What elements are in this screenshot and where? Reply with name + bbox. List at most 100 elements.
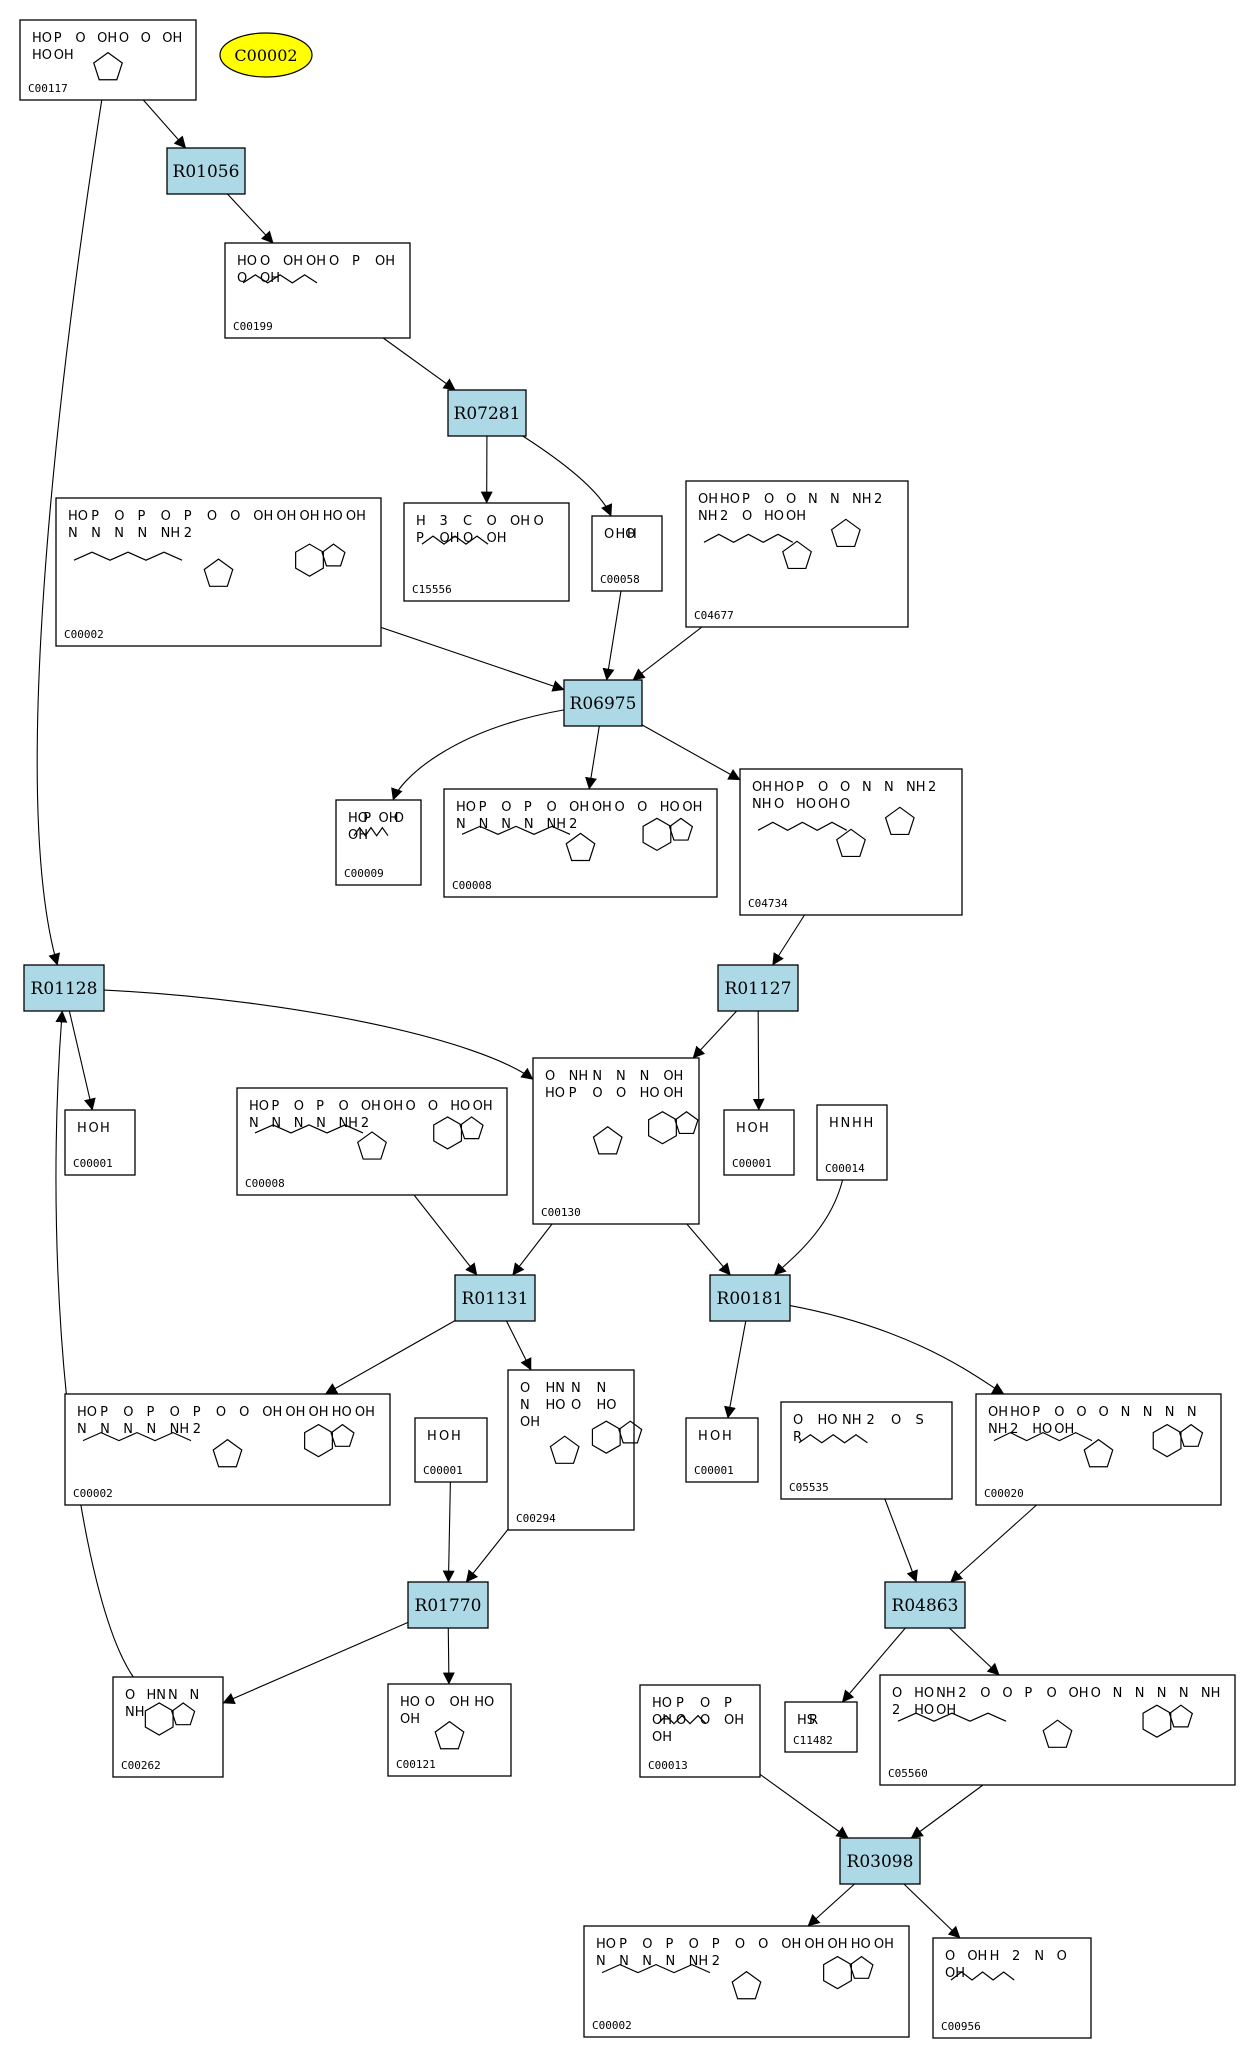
- atom-label: P: [416, 531, 424, 546]
- atom-label: N: [146, 1422, 156, 1437]
- compound-box[interactable]: [64, 1393, 391, 1506]
- compound-box[interactable]: [112, 1676, 224, 1778]
- reaction-node-r01128[interactable]: R01128: [23, 964, 105, 1012]
- compound-box[interactable]: [443, 788, 718, 898]
- atom-label: O: [676, 1713, 686, 1728]
- atom-label: N: [68, 526, 78, 541]
- reaction-box[interactable]: [23, 964, 105, 1012]
- compound-box[interactable]: [739, 768, 963, 916]
- compound-box[interactable]: [64, 1109, 136, 1176]
- reaction-box[interactable]: [717, 964, 799, 1012]
- reaction-node-r01131[interactable]: R01131: [454, 1274, 536, 1322]
- reaction-node-r04863[interactable]: R04863: [884, 1581, 966, 1629]
- compound-box[interactable]: [236, 1087, 508, 1196]
- compound-box[interactable]: [414, 1417, 488, 1483]
- edge-c05535-to-r04863: [884, 1498, 918, 1583]
- reaction-label: R03098: [847, 1852, 914, 1872]
- atom-label: O: [758, 1937, 768, 1952]
- edge-r06975-to-c00009: [391, 709, 565, 801]
- compound-box[interactable]: [403, 502, 570, 602]
- reaction-node-r00181[interactable]: R00181: [709, 1274, 791, 1322]
- edge-c05560-to-r03098: [910, 1784, 984, 1839]
- atom-label: OH: [97, 31, 117, 46]
- compound-box[interactable]: [685, 1417, 759, 1483]
- atom-label: P: [146, 1405, 154, 1420]
- reaction-node-r03098[interactable]: R03098: [839, 1837, 921, 1885]
- atom-label: S: [916, 1413, 924, 1428]
- reaction-box[interactable]: [166, 147, 246, 195]
- reaction-node-r06975[interactable]: R06975: [563, 679, 643, 727]
- reaction-box[interactable]: [447, 389, 527, 437]
- reaction-node-r01056[interactable]: R01056: [166, 147, 246, 195]
- compound-id-label: C04734: [748, 897, 788, 910]
- reaction-box[interactable]: [884, 1581, 966, 1629]
- atom-label: HO: [32, 48, 52, 63]
- atom-label: NH: [338, 1116, 358, 1131]
- atom-label: H: [77, 1121, 87, 1136]
- compound-box[interactable]: [532, 1057, 700, 1225]
- reaction-node-r01127[interactable]: R01127: [717, 964, 799, 1012]
- atom-label: O: [980, 1686, 990, 1701]
- compound-box[interactable]: [387, 1683, 512, 1777]
- atom-label: O: [239, 1405, 249, 1420]
- reaction-box[interactable]: [839, 1837, 921, 1885]
- atom-label: O: [1002, 1686, 1012, 1701]
- compound-box[interactable]: [879, 1674, 1236, 1786]
- atom-label: 2: [184, 526, 192, 541]
- compound-box[interactable]: [19, 19, 197, 101]
- atom-label: OH: [652, 1713, 672, 1728]
- compound-box[interactable]: [723, 1109, 795, 1176]
- reaction-node-r07281[interactable]: R07281: [447, 389, 527, 437]
- atom-label: OH: [652, 1730, 672, 1745]
- compound-box[interactable]: [55, 497, 382, 647]
- compound-box[interactable]: [784, 1701, 858, 1753]
- atom-label: HO: [1032, 1422, 1052, 1437]
- compound-box[interactable]: [583, 1925, 910, 2038]
- highlight-compound-ellipse[interactable]: [219, 32, 313, 78]
- compound-box[interactable]: [932, 1937, 1092, 2039]
- compound-box[interactable]: [335, 799, 422, 886]
- reaction-box[interactable]: [709, 1274, 791, 1322]
- compound-id-label: C15556: [412, 583, 452, 596]
- atom-label: 2: [712, 1954, 720, 1969]
- compound-box[interactable]: [591, 515, 663, 592]
- reaction-box[interactable]: [563, 679, 643, 727]
- compound-box[interactable]: [639, 1684, 761, 1778]
- atom-label: O: [520, 1381, 530, 1396]
- reaction-box[interactable]: [454, 1274, 536, 1322]
- compound-box[interactable]: [816, 1104, 888, 1181]
- compound-box[interactable]: [780, 1401, 953, 1500]
- reaction-node-r01770[interactable]: R01770: [407, 1581, 489, 1629]
- compound-box[interactable]: [224, 242, 411, 339]
- compound-box[interactable]: [685, 480, 909, 628]
- reaction-box[interactable]: [407, 1581, 489, 1629]
